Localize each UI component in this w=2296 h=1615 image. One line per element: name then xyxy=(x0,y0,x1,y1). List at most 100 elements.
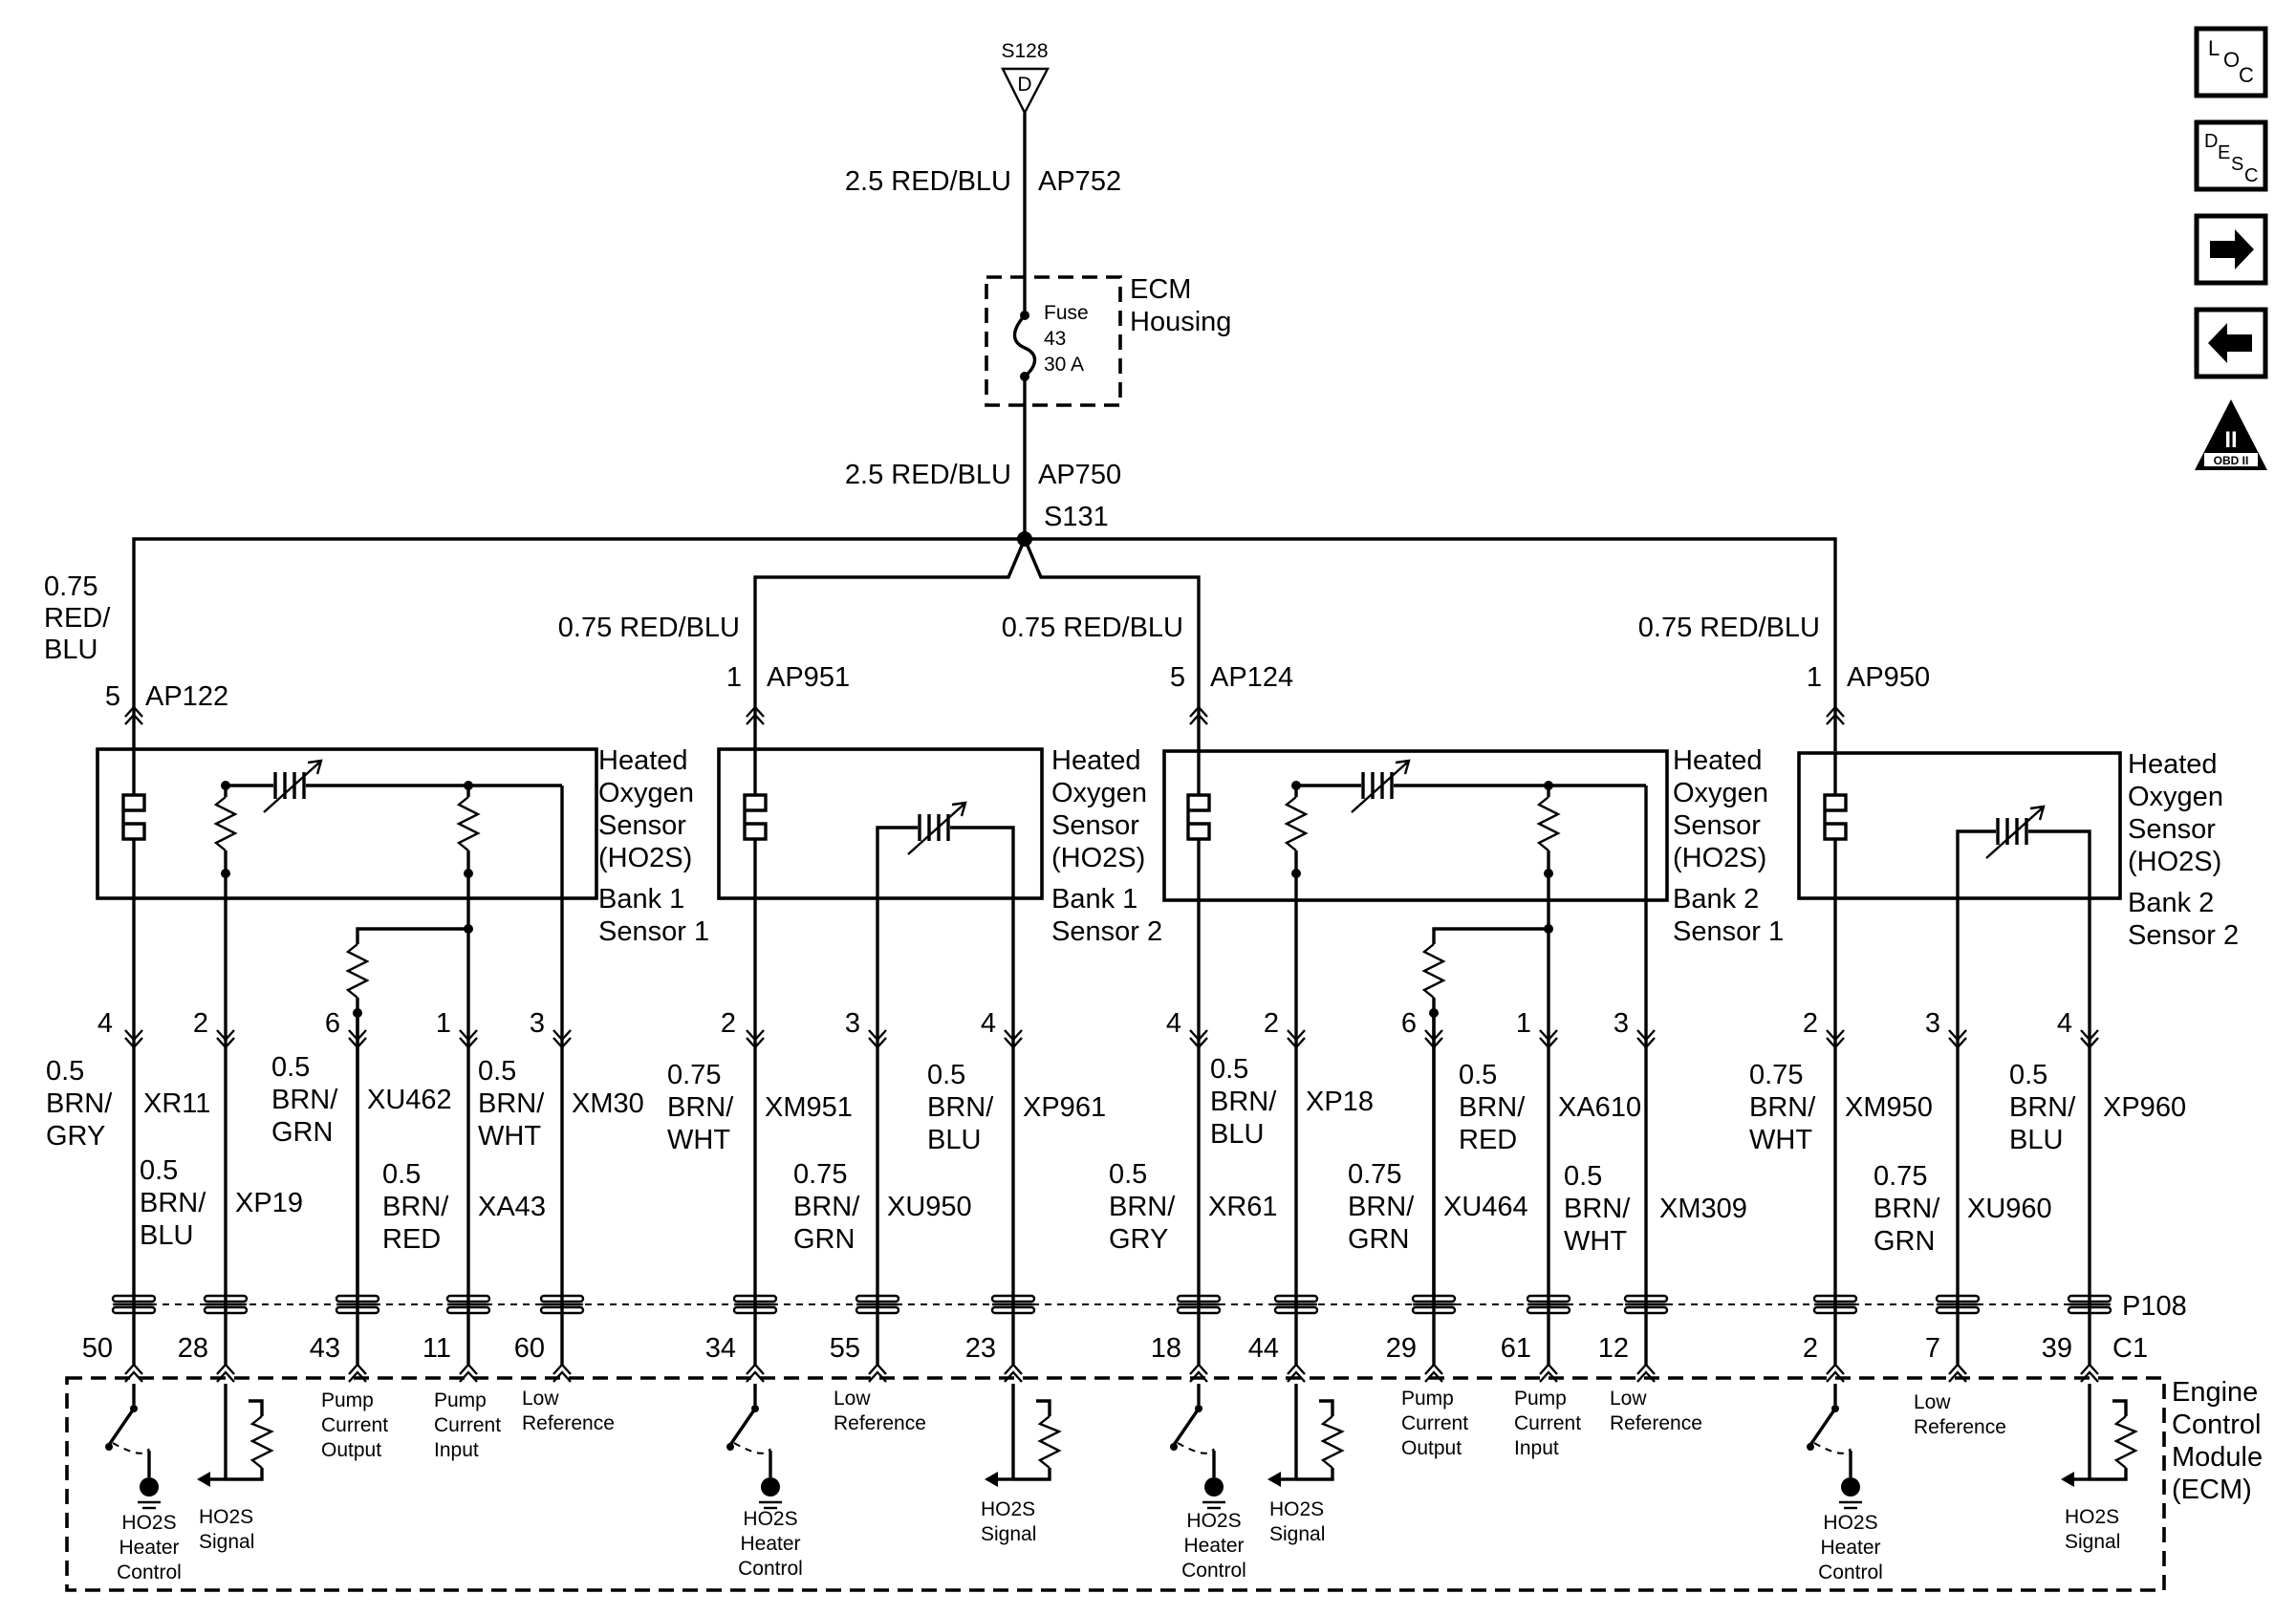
svg-text:WHT: WHT xyxy=(478,1121,541,1152)
svg-text:Current: Current xyxy=(1401,1412,1468,1434)
svg-text:XA610: XA610 xyxy=(1558,1092,1641,1123)
svg-text:(HO2S): (HO2S) xyxy=(1051,843,1145,873)
svg-text:XM951: XM951 xyxy=(765,1092,853,1123)
svg-text:23: 23 xyxy=(965,1333,996,1364)
svg-text:Low: Low xyxy=(1914,1391,1951,1413)
svg-text:Engine: Engine xyxy=(2172,1377,2258,1408)
svg-text:Input: Input xyxy=(1514,1437,1559,1459)
next-arrow-icon[interactable] xyxy=(2194,213,2268,286)
ecm-labels-b2s2: HO2S Heater Control Low Reference HO2S S… xyxy=(1818,1391,2120,1583)
svg-text:Current: Current xyxy=(434,1414,501,1436)
ecm-title: Engine Control Module (ECM) xyxy=(2172,1377,2263,1505)
b1s1-feed-pin: 5 xyxy=(105,681,120,712)
svg-text:XU464: XU464 xyxy=(1443,1192,1528,1222)
svg-text:O: O xyxy=(2223,48,2240,72)
svg-text:Sensor: Sensor xyxy=(1051,810,1139,841)
svg-text:GRN: GRN xyxy=(1348,1224,1409,1255)
svg-text:Pump: Pump xyxy=(321,1389,374,1411)
b1s1-feed-gauge-1: RED/ xyxy=(44,603,111,634)
sensor-b1s1-box xyxy=(96,747,598,900)
b2s2-feed-pin: 1 xyxy=(1807,662,1822,693)
svg-text:4: 4 xyxy=(2057,1008,2072,1039)
svg-text:HO2S: HO2S xyxy=(199,1506,253,1528)
ecm-labels-b1s1: HO2S Heater Control HO2S Signal Pump Cur… xyxy=(117,1388,615,1583)
svg-text:(HO2S): (HO2S) xyxy=(2128,847,2221,877)
svg-text:0.5: 0.5 xyxy=(927,1060,965,1090)
obd-ii-icon[interactable]: II OBD II xyxy=(2195,399,2267,470)
wire-gauge-labels-b1s1: 0.5 BRN/ GRY XR11 0.5 BRN/ BLU XP19 0.5 … xyxy=(46,1052,644,1255)
svg-text:Current: Current xyxy=(1514,1412,1581,1434)
svg-text:44: 44 xyxy=(1248,1333,1279,1364)
svg-text:Reference: Reference xyxy=(1914,1416,2006,1438)
description-icon[interactable]: D E S C xyxy=(2194,119,2268,192)
svg-text:Low: Low xyxy=(1610,1388,1647,1410)
sensor-b2s2-name: Heated Oxygen Sensor (HO2S) Bank 2 Senso… xyxy=(2128,749,2239,951)
svg-text:BRN/: BRN/ xyxy=(927,1092,994,1123)
svg-text:0.5: 0.5 xyxy=(1109,1159,1147,1190)
ecm-labels-b1s2: HO2S Heater Control Low Reference HO2S S… xyxy=(738,1388,1036,1580)
svg-text:Reference: Reference xyxy=(522,1412,615,1434)
svg-text:BRN/: BRN/ xyxy=(1874,1194,1940,1224)
svg-text:(HO2S): (HO2S) xyxy=(1673,843,1766,873)
svg-text:Current: Current xyxy=(321,1414,388,1436)
svg-text:0.5: 0.5 xyxy=(1210,1054,1248,1085)
svg-text:Output: Output xyxy=(1401,1437,1462,1459)
svg-text:0.5: 0.5 xyxy=(1459,1060,1497,1090)
main-wire-gauge-color: 2.5 RED/BLU xyxy=(845,460,1011,490)
svg-text:E: E xyxy=(2218,142,2230,163)
svg-text:Control: Control xyxy=(738,1558,803,1580)
p108-label: P108 xyxy=(2122,1291,2187,1322)
svg-text:OBD II: OBD II xyxy=(2214,454,2249,467)
b2s1-pump-link xyxy=(1432,927,1549,944)
svg-text:XM309: XM309 xyxy=(1659,1194,1747,1224)
svg-text:XU462: XU462 xyxy=(367,1085,452,1115)
svg-text:BLU: BLU xyxy=(927,1125,981,1155)
svg-text:Heated: Heated xyxy=(598,745,688,776)
svg-text:3: 3 xyxy=(1614,1008,1629,1039)
svg-text:6: 6 xyxy=(1401,1008,1417,1039)
b1s1-pump-resistor xyxy=(345,943,370,999)
wire-gauge-labels-b1s2: 0.75 BRN/ WHT XM951 0.75 BRN/ GRN XU950 … xyxy=(667,1060,1106,1255)
svg-text:GRN: GRN xyxy=(793,1224,855,1255)
p108-inline-terminals xyxy=(111,1294,2112,1315)
wire-gauge-labels-b2s2: 0.75 BRN/ WHT XM950 0.75 BRN/ GRN XU960 … xyxy=(1749,1060,2186,1257)
svg-text:Signal: Signal xyxy=(981,1523,1036,1545)
fuse-label: Fuse xyxy=(1044,302,1089,324)
location-icon[interactable]: L O C xyxy=(2194,26,2268,98)
svg-text:12: 12 xyxy=(1598,1333,1629,1364)
svg-text:RED: RED xyxy=(1459,1125,1517,1155)
svg-text:C: C xyxy=(2244,165,2258,186)
b2s1-feed-circuit: AP124 xyxy=(1210,662,1293,693)
svg-text:Control: Control xyxy=(1818,1561,1883,1583)
splice-s128-symbol xyxy=(1001,67,1050,116)
svg-text:Heater: Heater xyxy=(1820,1537,1880,1559)
svg-text:WHT: WHT xyxy=(667,1125,730,1155)
bus-b1s2 xyxy=(753,538,1027,707)
main-wire-circuit: AP750 xyxy=(1038,460,1121,490)
svg-text:II: II xyxy=(2224,427,2237,453)
heater-control-switch-icons xyxy=(105,1384,1862,1510)
fuse-number: 43 xyxy=(1044,328,1066,350)
svg-text:BLU: BLU xyxy=(1210,1119,1264,1150)
svg-text:2: 2 xyxy=(193,1008,208,1039)
b2s2-internal-circuit xyxy=(1956,805,2091,898)
svg-text:0.75: 0.75 xyxy=(793,1159,847,1190)
b2s2-feed-circuit: AP950 xyxy=(1847,662,1930,693)
previous-arrow-icon[interactable] xyxy=(2194,307,2268,379)
svg-text:0.75: 0.75 xyxy=(667,1060,721,1090)
svg-text:XA43: XA43 xyxy=(478,1192,546,1222)
svg-text:XP961: XP961 xyxy=(1023,1092,1106,1123)
svg-text:BLU: BLU xyxy=(140,1220,193,1251)
svg-text:61: 61 xyxy=(1501,1333,1531,1364)
heater-element-icons xyxy=(121,749,1848,900)
sensor-b1s2-box xyxy=(717,747,1044,900)
svg-text:Heated: Heated xyxy=(1051,745,1141,776)
svg-text:BRN/: BRN/ xyxy=(382,1192,449,1222)
b1s1-pump-link xyxy=(356,927,468,944)
b2s1-feed-gauge: 0.75 RED/BLU xyxy=(1002,613,1183,643)
svg-text:Control: Control xyxy=(117,1561,182,1583)
svg-text:HO2S: HO2S xyxy=(1823,1512,1877,1534)
svg-text:Heater: Heater xyxy=(740,1533,800,1555)
svg-text:GRN: GRN xyxy=(1874,1226,1935,1257)
svg-text:2: 2 xyxy=(1264,1008,1279,1039)
